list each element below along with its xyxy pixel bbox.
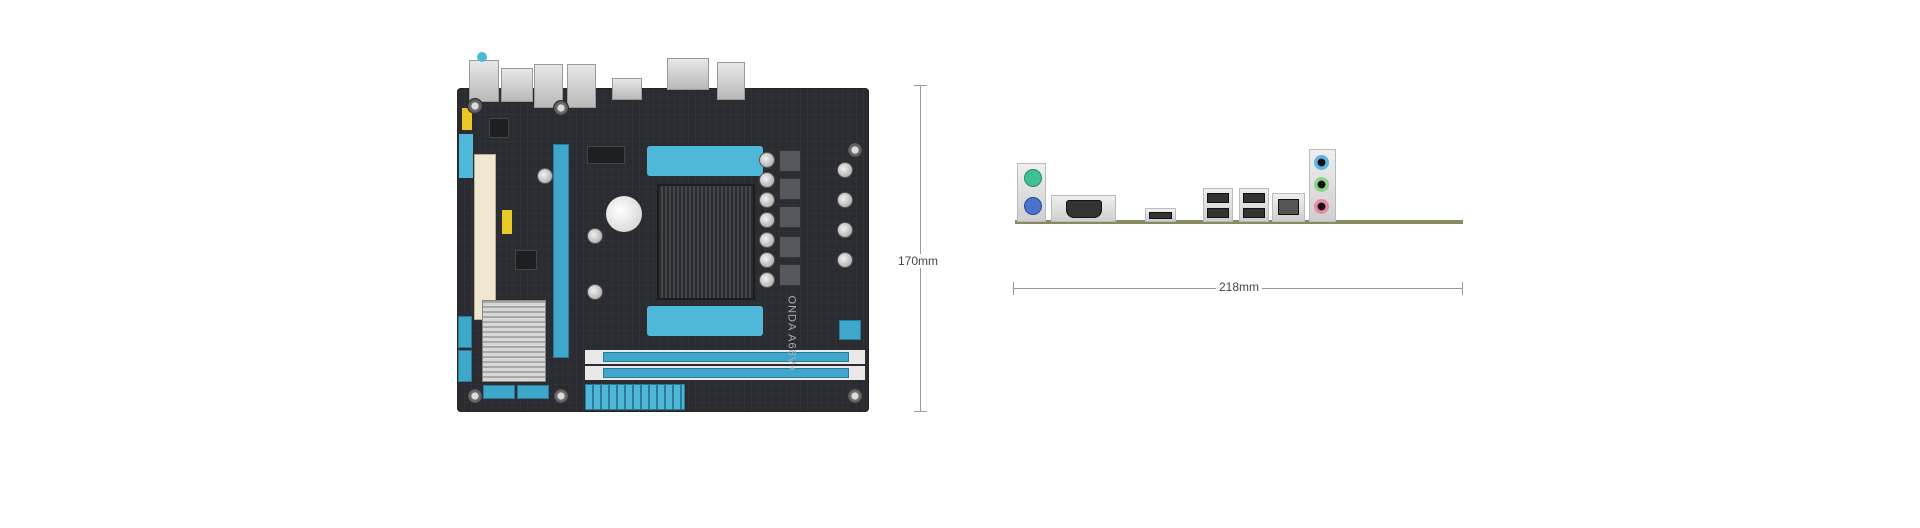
lan-chip	[587, 146, 625, 164]
vrm-choke	[779, 206, 801, 228]
dimension-tick	[914, 85, 927, 86]
capacitor	[837, 162, 853, 178]
lan-connector	[501, 68, 533, 102]
vrm-choke	[779, 178, 801, 200]
height-dimension-label: 170mm	[895, 254, 942, 268]
audio-chip	[515, 250, 537, 270]
sata-port	[458, 350, 472, 382]
vrm-choke	[779, 150, 801, 172]
vrm-choke	[779, 236, 801, 258]
io-panel-pcb-edge	[1015, 220, 1463, 224]
sata-port	[458, 316, 472, 348]
audio-jacks	[1309, 149, 1336, 222]
cpu-bracket-bottom	[647, 306, 763, 336]
cmos-battery	[606, 196, 642, 232]
pcie-x16-slot	[553, 144, 569, 358]
sata-port	[517, 385, 549, 399]
capacitor	[837, 192, 853, 208]
cpu-power-connector	[839, 320, 861, 340]
capacitor	[587, 284, 603, 300]
capacitor	[759, 152, 775, 168]
chipset-heatsink	[482, 300, 546, 382]
hdmi-connector	[612, 78, 642, 100]
motherboard-image: ONDA A68V+	[457, 52, 869, 412]
vga-port	[1051, 195, 1116, 222]
ps2-mouse-port	[1024, 169, 1042, 187]
ps2-keyboard-port	[1024, 197, 1042, 215]
capacitor	[759, 232, 775, 248]
sata-port	[483, 385, 515, 399]
dimension-tick	[1462, 282, 1463, 295]
height-dimension-line	[920, 85, 921, 412]
capacitor	[587, 228, 603, 244]
pci-slot	[474, 154, 496, 320]
audio-connector	[717, 62, 745, 100]
capacitor	[837, 252, 853, 268]
ps2-connector	[469, 60, 499, 102]
lan-port	[1272, 193, 1305, 222]
mounting-hole	[847, 142, 863, 158]
audio-mic-jack	[1314, 199, 1329, 214]
dimm-slot	[585, 350, 865, 364]
mounting-hole	[847, 388, 863, 404]
vrm-choke	[779, 264, 801, 286]
cpu-bracket-top	[647, 146, 763, 176]
mounting-hole	[553, 388, 569, 404]
header-pins	[502, 210, 512, 234]
capacitor	[759, 172, 775, 188]
chip	[489, 118, 509, 138]
usb-ports	[1203, 188, 1233, 222]
capacitor	[837, 222, 853, 238]
mounting-hole	[553, 100, 569, 116]
ps2-ports	[1017, 163, 1046, 222]
mounting-hole	[467, 388, 483, 404]
usb-header	[459, 134, 473, 178]
capacitor	[759, 272, 775, 288]
usb-connector	[567, 64, 596, 108]
capacitor	[759, 252, 775, 268]
usb-header	[462, 108, 472, 130]
width-dimension-label: 218mm	[1216, 280, 1263, 294]
ps2-port-cap	[477, 52, 487, 62]
hdmi-port	[1145, 208, 1176, 222]
cpu-socket	[657, 184, 755, 300]
mounting-hole	[467, 98, 483, 114]
audio-line-out-jack	[1314, 177, 1329, 192]
dimension-tick	[914, 411, 927, 412]
dimension-tick	[1013, 282, 1014, 295]
capacitor	[759, 212, 775, 228]
board-silkscreen-model: ONDA A68V+	[785, 295, 798, 373]
capacitor	[759, 192, 775, 208]
usb-ports	[1239, 188, 1269, 222]
dimm-slot	[585, 366, 865, 380]
audio-line-in-jack	[1314, 155, 1329, 170]
capacitor	[537, 168, 553, 184]
vga-connector	[667, 58, 709, 90]
atx-24pin-connector	[585, 384, 685, 410]
